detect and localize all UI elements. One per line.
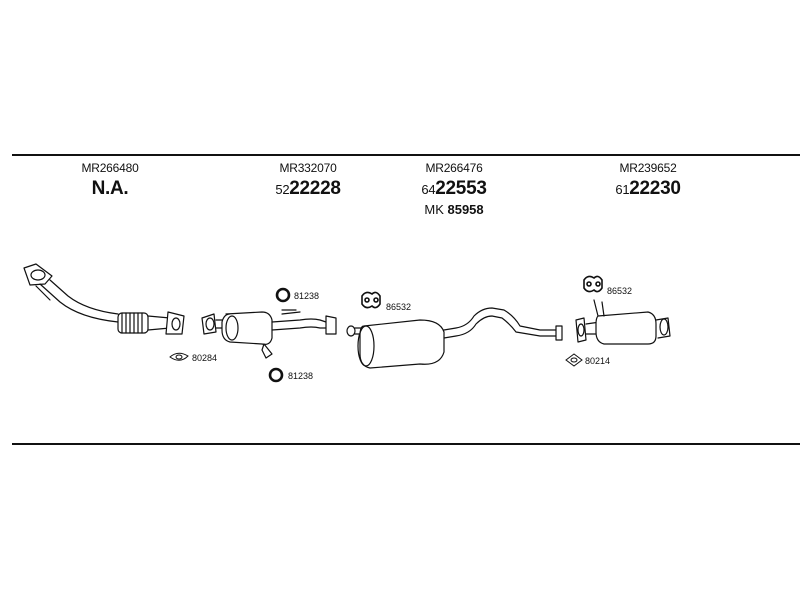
part-front-pipe: MR266480 N.A. <box>30 161 190 200</box>
part-code: 6422553 <box>421 178 487 199</box>
gasket-front-icon <box>169 352 189 361</box>
middle-pipe-drawing <box>201 309 337 359</box>
front-pipe-drawing <box>23 263 185 335</box>
part-code: 6122230 <box>615 178 681 199</box>
mounting-kit-code: MK 85958 <box>424 202 484 217</box>
part-code: N.A. <box>91 178 129 199</box>
ring-bottom-label: 81238 <box>288 371 313 381</box>
oem-number: MR239652 <box>619 161 677 175</box>
oem-number: MR332070 <box>279 161 337 175</box>
hanger-rear-label: 86532 <box>607 286 632 296</box>
ring-top-label: 81238 <box>294 291 319 301</box>
ring-bottom-icon <box>268 367 284 383</box>
oem-number: MR266476 <box>425 161 483 175</box>
center-muffler-drawing <box>346 307 563 369</box>
gasket-rear-label: 80214 <box>585 356 610 366</box>
oem-number: MR266480 <box>81 161 139 175</box>
hanger-center-icon <box>361 291 381 309</box>
gasket-front-label: 80284 <box>192 353 217 363</box>
part-code: 5222228 <box>275 178 341 199</box>
top-divider <box>12 154 800 156</box>
bottom-divider <box>12 443 800 445</box>
hanger-center-label: 86532 <box>386 302 411 312</box>
part-center-muffler: MR266476 6422553 MK 85958 <box>374 161 534 217</box>
gasket-rear-icon <box>565 353 583 367</box>
rear-muffler-drawing <box>575 299 671 345</box>
part-middle-pipe: MR332070 5222228 <box>228 161 388 200</box>
ring-top-icon <box>275 287 291 303</box>
hanger-rear-icon <box>583 275 603 293</box>
part-rear-muffler: MR239652 6122230 <box>568 161 728 200</box>
